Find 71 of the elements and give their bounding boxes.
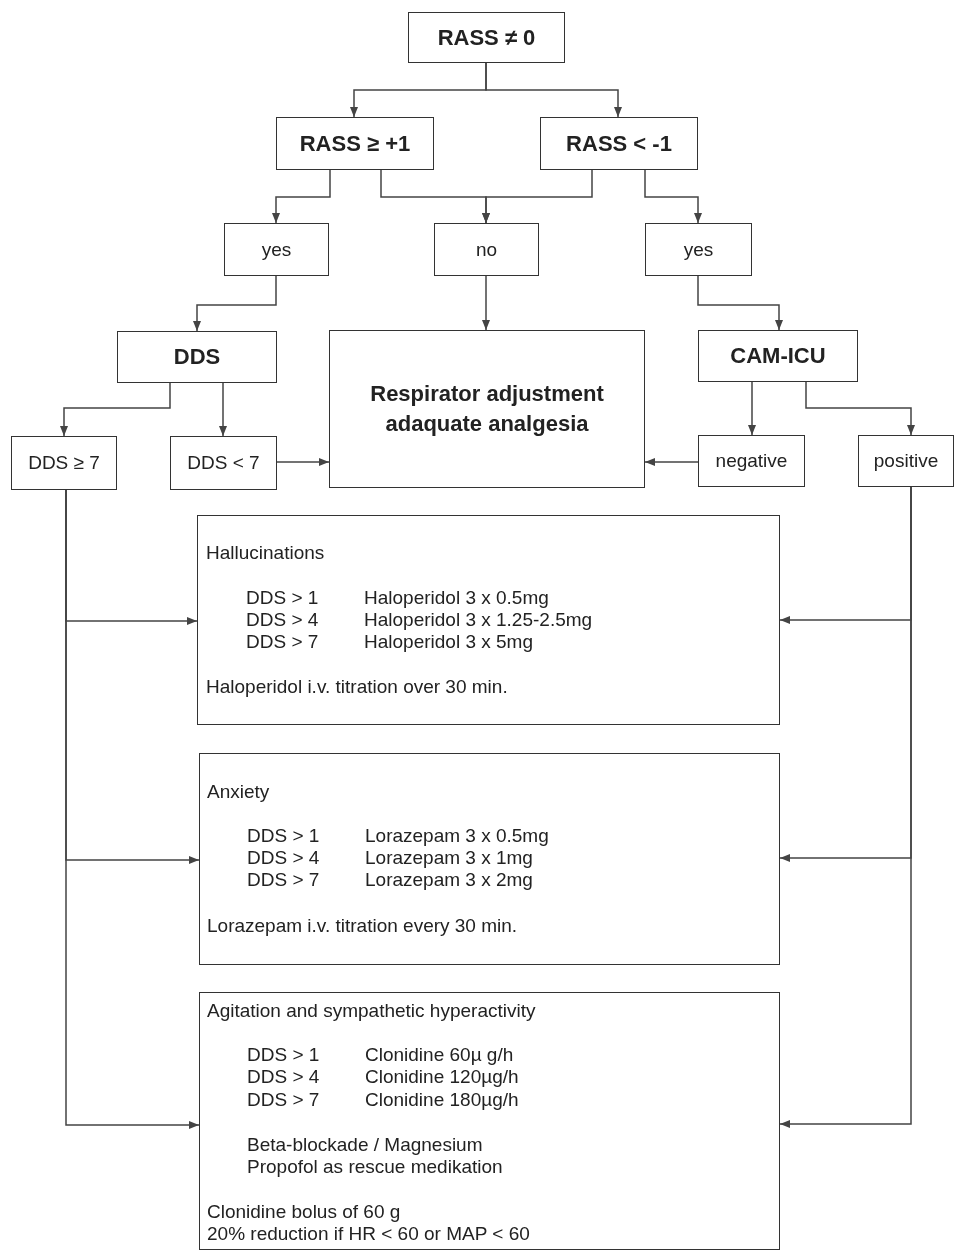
dosage: Haloperidol 3 x 0.5mg	[364, 587, 549, 609]
process-box	[434, 223, 539, 276]
arrow	[219, 382, 227, 437]
score-condition: DDS > 4	[247, 1066, 320, 1088]
decision-box	[117, 331, 277, 383]
heading: Anxiety	[207, 781, 270, 803]
box-label: DDS < 7	[187, 452, 260, 474]
arrow	[805, 381, 915, 436]
decision-box	[276, 117, 434, 170]
box-label: CAM-ICU	[730, 342, 826, 370]
arrow	[644, 458, 699, 466]
box-label: no	[475, 238, 498, 261]
decision-box	[540, 117, 698, 170]
dosage: Clonidine 60µ g/h	[365, 1044, 514, 1066]
arrow	[272, 169, 331, 224]
process-box	[645, 223, 752, 276]
process-box	[170, 436, 277, 490]
arrow	[644, 169, 702, 224]
note: 20% reduction if HR < 60 or MAP < 60	[207, 1223, 530, 1245]
box-label: yes	[683, 238, 714, 261]
box-label: RASS ≥ +1	[299, 129, 411, 158]
score-condition: DDS > 1	[247, 1044, 320, 1066]
decision-box	[408, 12, 565, 63]
arrow	[779, 486, 912, 1128]
dosage: Clonidine 120µg/h	[365, 1066, 519, 1088]
note: Lorazepam i.v. titration every 30 min.	[207, 915, 518, 937]
process-box	[858, 435, 954, 487]
box-label: Respirator adjustment adaquate analgesia	[369, 380, 605, 438]
box-label: negative	[715, 450, 788, 472]
box-label: DDS	[173, 343, 221, 371]
treatment-box	[197, 515, 780, 725]
box-label: RASS ≠ 0	[437, 23, 536, 52]
process-box	[224, 223, 329, 276]
arrow	[65, 489, 200, 1129]
score-condition: DDS > 4	[247, 847, 320, 869]
treatment-box	[199, 992, 780, 1250]
box-label: RASS < -1	[566, 129, 672, 158]
process-box	[11, 436, 117, 490]
box-label: positive	[873, 450, 939, 472]
process-box	[698, 435, 805, 487]
note: Beta-blockade / Magnesium	[247, 1134, 483, 1156]
score-condition: DDS > 7	[247, 869, 320, 891]
note: Clonidine bolus of 60 g	[207, 1201, 401, 1223]
arrow	[482, 169, 593, 224]
arrow	[193, 275, 277, 332]
dosage: Haloperidol 3 x 1.25-2.5mg	[364, 609, 593, 631]
decision-box	[329, 330, 645, 488]
arrow	[60, 382, 171, 437]
arrow	[482, 275, 490, 331]
arrow	[748, 381, 756, 436]
arrow	[276, 458, 330, 466]
dosage: Lorazepam 3 x 2mg	[365, 869, 533, 891]
dosage: Lorazepam 3 x 1mg	[365, 847, 533, 869]
dosage: Haloperidol 3 x 5mg	[364, 631, 533, 653]
score-condition: DDS > 4	[246, 609, 319, 631]
box-label: DDS ≥ 7	[28, 452, 100, 474]
score-condition: DDS > 7	[246, 631, 319, 653]
heading: Hallucinations	[206, 542, 325, 564]
treatment-box	[199, 753, 780, 965]
score-condition: DDS > 1	[247, 825, 320, 847]
dosage: Lorazepam 3 x 0.5mg	[365, 825, 549, 847]
dosage: Clonidine 180µg/h	[365, 1089, 519, 1111]
note: Propofol as rescue medikation	[247, 1156, 503, 1178]
heading: Agitation and sympathetic hyperactivity	[207, 1000, 536, 1022]
arrow	[485, 62, 622, 118]
score-condition: DDS > 7	[247, 1089, 320, 1111]
score-condition: DDS > 1	[246, 587, 319, 609]
box-label: yes	[261, 238, 292, 261]
decision-box	[698, 330, 858, 382]
arrow	[697, 275, 783, 331]
note: Haloperidol i.v. titration over 30 min.	[206, 676, 508, 698]
